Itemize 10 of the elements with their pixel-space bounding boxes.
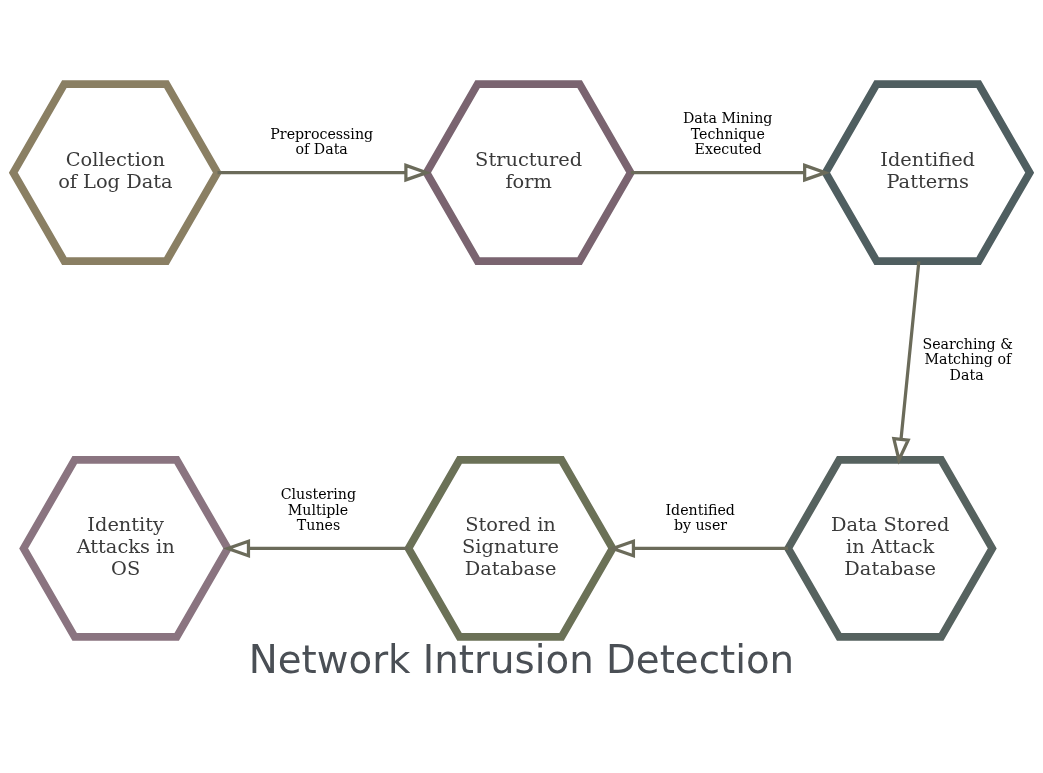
edge-label: Identified by user [665, 501, 735, 533]
arrow [217, 162, 432, 182]
arrow [891, 260, 921, 465]
arrow [222, 538, 409, 558]
arrow [607, 538, 789, 558]
edge-label: Preprocessing of Data [270, 125, 374, 157]
edge-label: Clustering Multiple Tunes [280, 485, 357, 533]
arrow [630, 162, 831, 182]
edge-label: Data Mining Technique Executed [682, 109, 773, 157]
edge-label: Searching & Matching of Data [922, 335, 1013, 383]
